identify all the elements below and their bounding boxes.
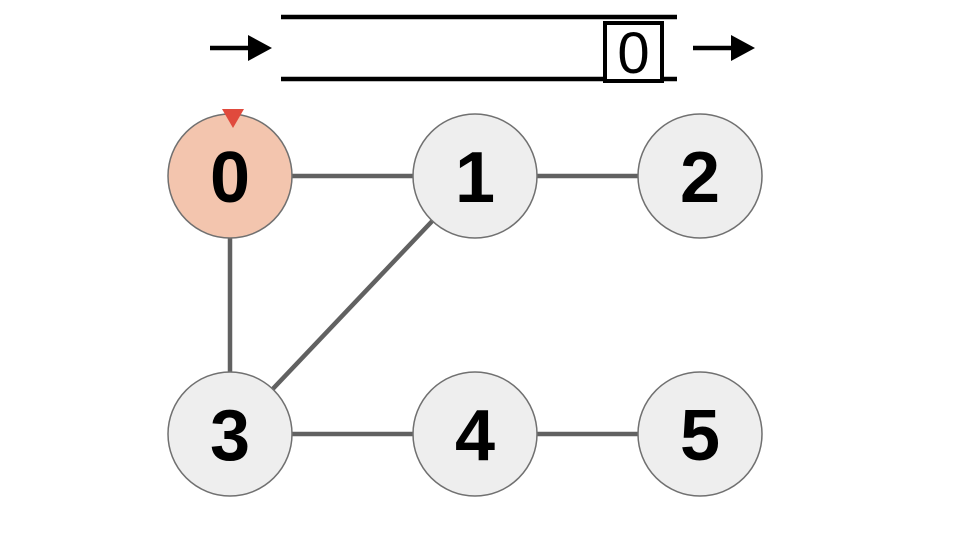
queue: 0 bbox=[210, 14, 755, 86]
graph-node-5: 5 bbox=[637, 371, 763, 497]
graph-node-circle bbox=[637, 113, 763, 239]
graph-node-label: 1 bbox=[455, 138, 495, 218]
graph-node-label: 2 bbox=[680, 138, 720, 218]
graph-node-1: 1 bbox=[412, 113, 538, 239]
graph-node-label: 4 bbox=[455, 396, 495, 476]
graph-node-circle bbox=[167, 371, 293, 497]
graph-node-circle bbox=[412, 113, 538, 239]
graph-node-4: 4 bbox=[412, 371, 538, 497]
enqueue-arrow-icon bbox=[210, 35, 272, 61]
graph-node-circle bbox=[412, 371, 538, 497]
dequeue-arrow-icon bbox=[693, 35, 755, 61]
graph-node-label: 3 bbox=[210, 396, 250, 476]
graph-node-2: 2 bbox=[637, 113, 763, 239]
graph-nodes: 0 1 2 3 4 5 bbox=[167, 109, 763, 497]
current-node-pointer-icon bbox=[222, 109, 244, 128]
queue-item-box bbox=[603, 21, 664, 83]
graph-node-circle bbox=[637, 371, 763, 497]
queue-item-value: 0 bbox=[617, 21, 649, 86]
graph-node-0: 0 bbox=[167, 109, 293, 239]
graph-node-label: 5 bbox=[680, 396, 720, 476]
graph-node-3: 3 bbox=[167, 371, 293, 497]
graph-node-label: 0 bbox=[210, 138, 250, 218]
